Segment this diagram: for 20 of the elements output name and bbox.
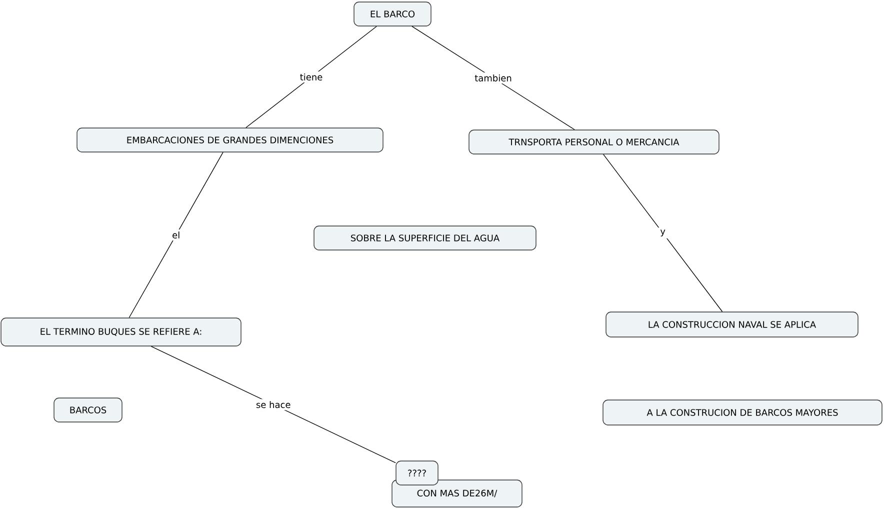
concept-box: CON MAS DE26M/ bbox=[392, 480, 522, 508]
connector-line bbox=[128, 152, 224, 318]
edge-label: se hace bbox=[254, 399, 293, 410]
concept-box: EMBARCACIONES DE GRANDES DIMENCIONES bbox=[76, 128, 384, 152]
edge-label: el bbox=[170, 230, 182, 240]
edge-label: tiene bbox=[298, 72, 325, 82]
connector-line bbox=[412, 26, 575, 130]
concept-box: EL BARCO bbox=[354, 2, 432, 26]
edge-label: tambien bbox=[472, 72, 514, 84]
concept-box: LA CONSTRUCCION NAVAL SE APLICA bbox=[606, 312, 858, 338]
concept-box: ???? bbox=[396, 460, 438, 486]
concept-box: BARCOS bbox=[54, 398, 122, 422]
connector-line bbox=[150, 346, 396, 464]
connector-line bbox=[603, 154, 723, 312]
concept-box: EL TERMINO BUQUES SE REFIERE A: bbox=[0, 318, 242, 346]
edge-label: y bbox=[658, 228, 668, 238]
concept-box: A LA CONSTRUCION DE BARCOS MAYORES bbox=[602, 400, 882, 426]
concept-box: TRNSPORTA PERSONAL O MERCANCIA bbox=[468, 130, 720, 154]
concept-box: SOBRE LA SUPERFICIE DEL AGUA bbox=[314, 226, 536, 250]
connector-line bbox=[246, 26, 377, 128]
